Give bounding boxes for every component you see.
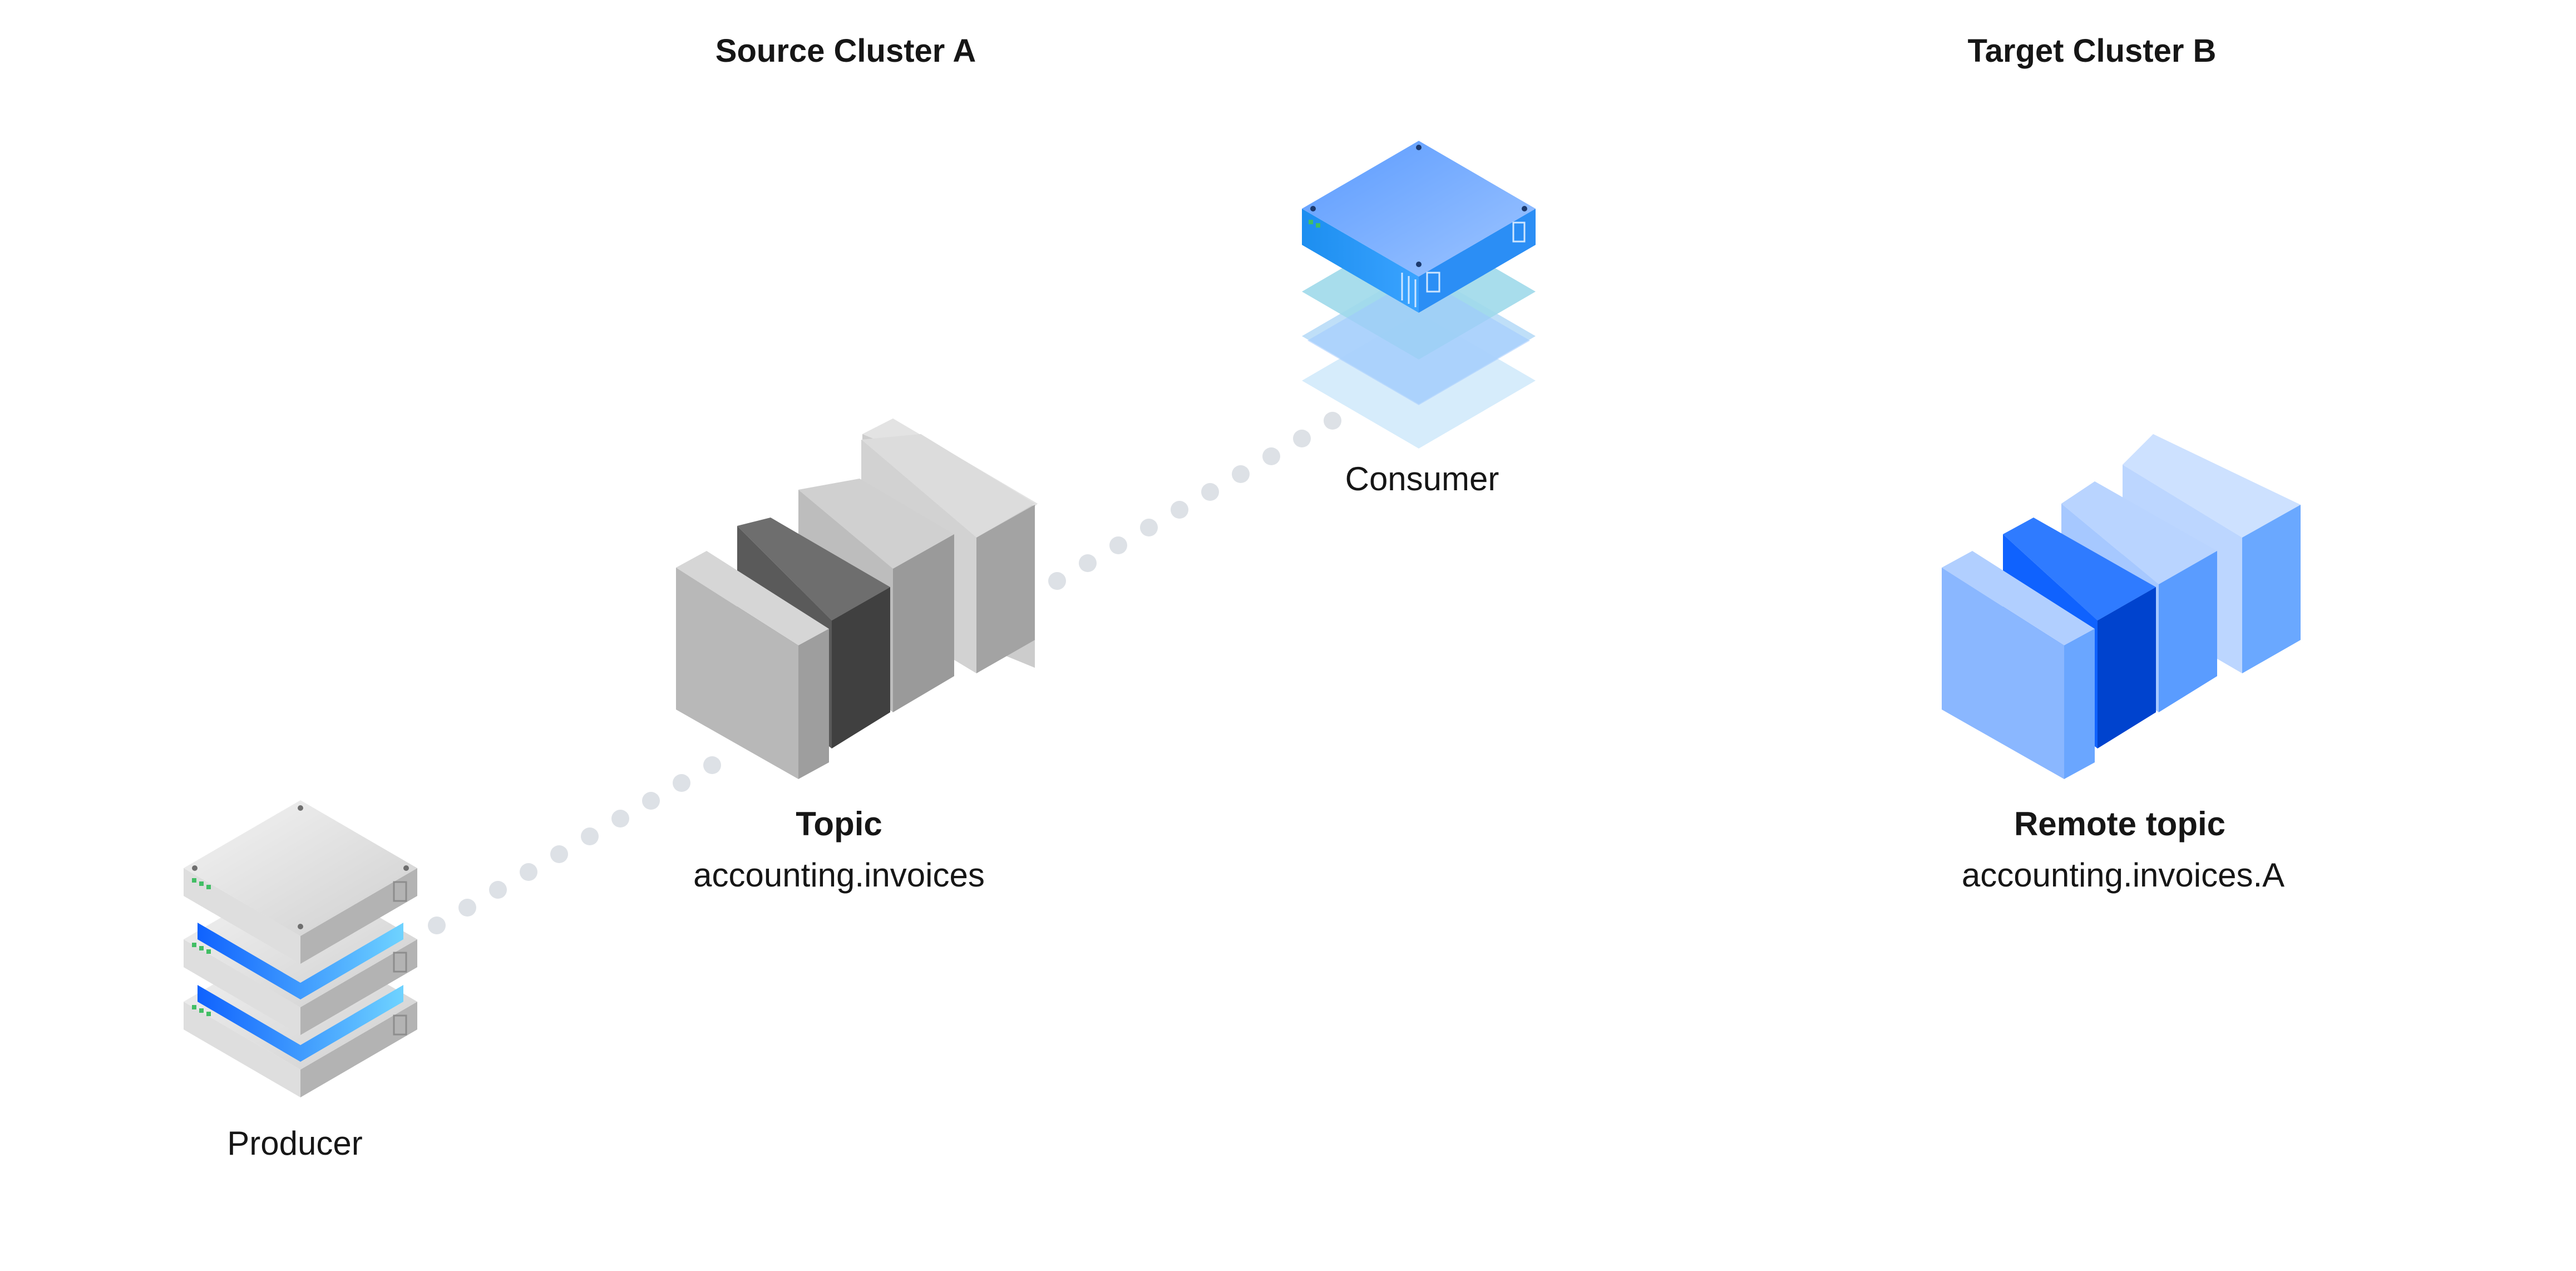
connector-producer-topic (428, 756, 721, 934)
remote-topic-name: accounting.invoices.A (1961, 856, 2285, 894)
topic-title: Topic (796, 805, 882, 843)
server-stack-icon (184, 800, 417, 1097)
source-cluster-title: Source Cluster A (715, 33, 976, 69)
topic-partitions-icon (676, 418, 1038, 779)
remote-topic-title: Remote topic (2014, 805, 2226, 843)
consumer-label: Consumer (1345, 460, 1499, 497)
connector-topic-consumer (1048, 412, 1341, 590)
remote-topic-partitions-icon (1942, 434, 2301, 779)
topic-name: accounting.invoices (693, 856, 985, 894)
target-cluster-title: Target Cluster B (1967, 33, 2217, 69)
consumer-layers-icon (1302, 141, 1536, 449)
producer-label: Producer (227, 1125, 363, 1162)
